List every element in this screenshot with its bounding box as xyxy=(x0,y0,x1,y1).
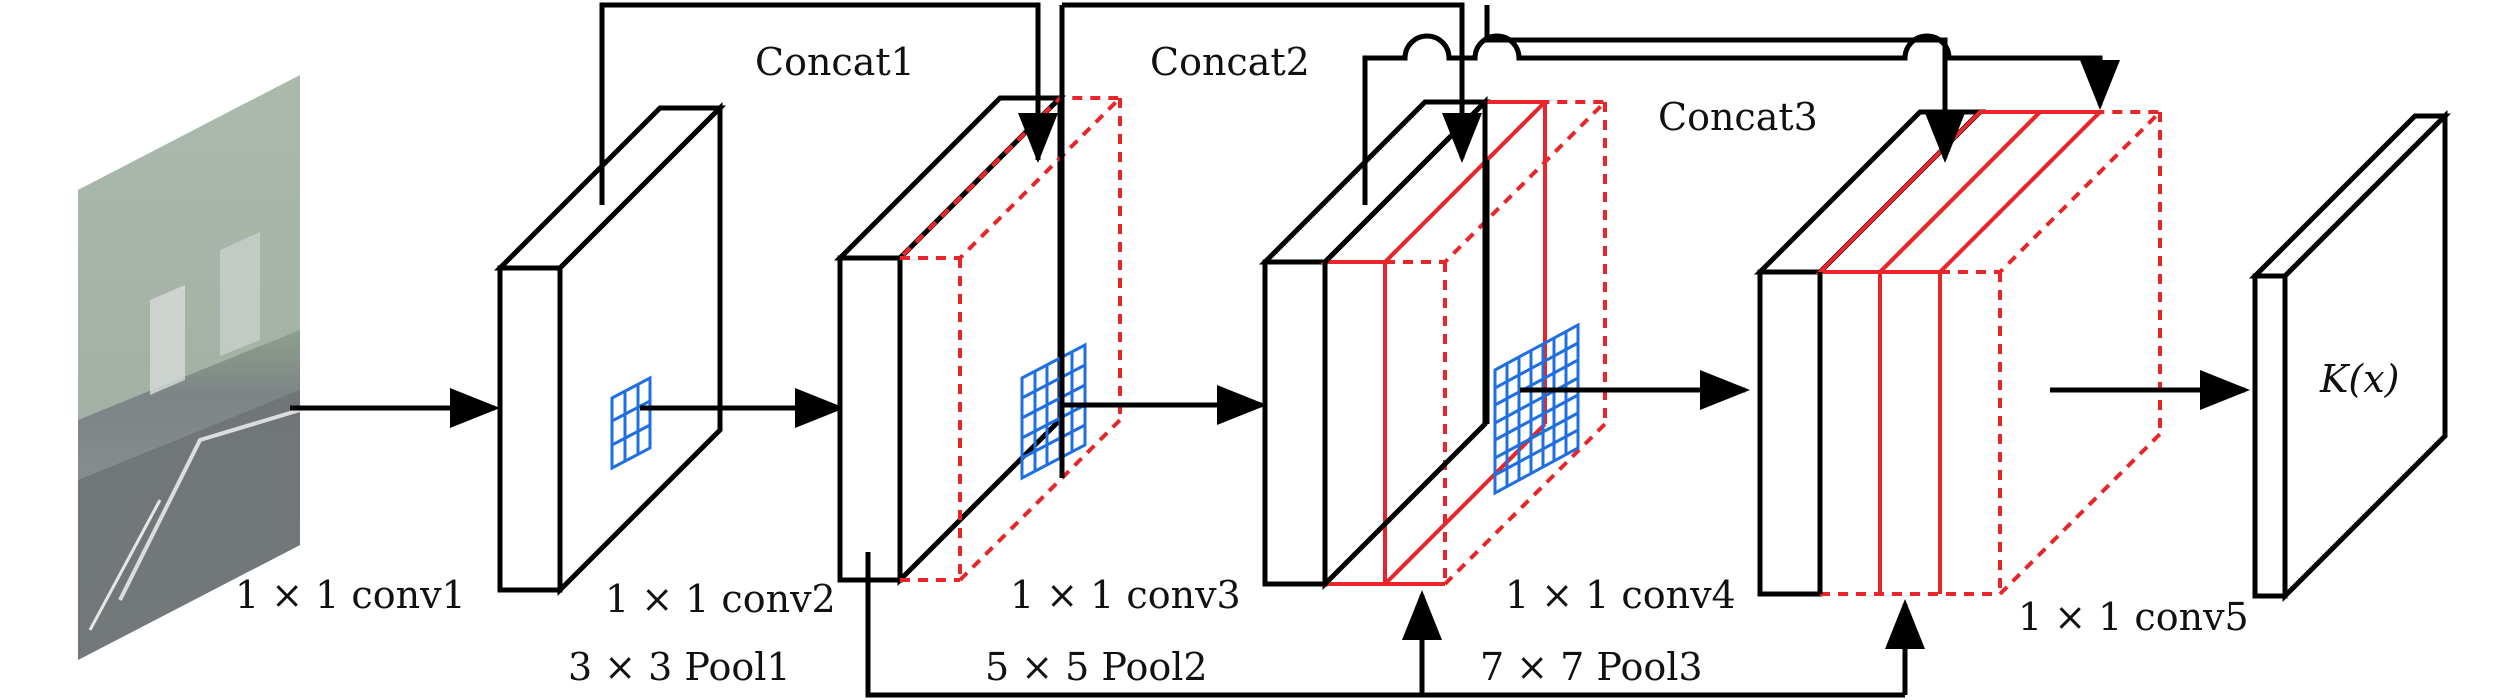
kernel-grid-3x3 xyxy=(610,375,652,471)
block-conv5-output xyxy=(2248,109,2452,603)
skip-connections-top xyxy=(599,2,2120,478)
concat1-red-slab xyxy=(895,96,1125,582)
input-image xyxy=(78,75,301,660)
concat3-red-slabs xyxy=(1815,110,2165,596)
label-conv5: 1 × 1 conv5 xyxy=(2018,595,2249,639)
label-conv3: 1 × 1 conv3 xyxy=(1010,573,1241,617)
label-output: K(x) xyxy=(2319,357,2399,401)
label-pool1: 3 × 3 Pool1 xyxy=(568,645,791,689)
label-pool3: 7 × 7 Pool3 xyxy=(1480,645,1703,689)
block-conv1 xyxy=(493,101,727,597)
label-concat3: Concat3 xyxy=(1658,95,1818,139)
label-concat2: Concat2 xyxy=(1150,40,1310,84)
kernel-grid-7x7 xyxy=(1493,322,1580,496)
label-conv4: 1 × 1 conv4 xyxy=(1505,573,1736,617)
label-concat1: Concat1 xyxy=(755,40,915,84)
label-pool2: 5 × 5 Pool2 xyxy=(985,645,1208,689)
label-conv1: 1 × 1 conv1 xyxy=(235,573,466,617)
label-conv2: 1 × 1 conv2 xyxy=(605,577,836,621)
block-conv4 xyxy=(1753,109,2165,597)
block-conv2 xyxy=(833,91,1125,587)
block-conv3 xyxy=(1258,95,1610,591)
pooling-paths-bottom xyxy=(865,552,1925,698)
